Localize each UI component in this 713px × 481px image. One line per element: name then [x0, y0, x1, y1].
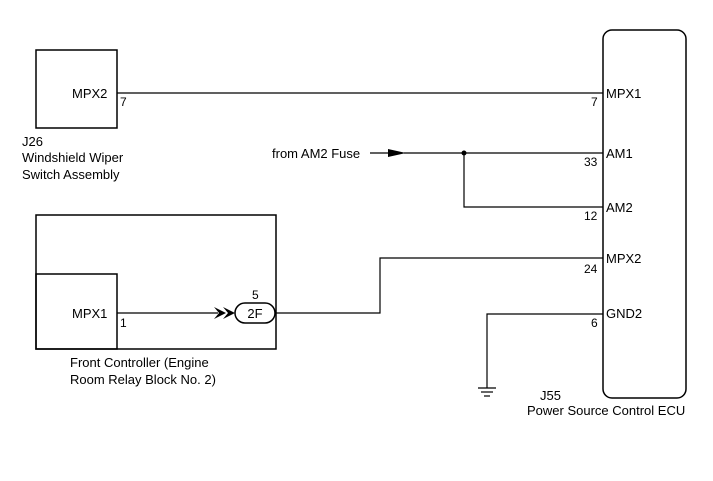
front-controller-name-line2: Room Relay Block No. 2): [70, 372, 216, 387]
connector-2f-pin: 5: [252, 288, 259, 302]
j55-pin-mpx1: 7: [591, 95, 598, 109]
j26-name-line1: Windshield Wiper: [22, 150, 124, 165]
j55-code: J55: [540, 388, 561, 403]
j55-name: Power Source Control ECU: [527, 403, 685, 418]
j55-box: [602, 29, 687, 399]
am2-fuse-arrow-icon: [388, 149, 406, 157]
j55-terminal-mpx2: MPX2: [606, 251, 641, 266]
j55-pin-am2: 12: [584, 209, 598, 223]
j55-terminal-am2: AM2: [606, 200, 633, 215]
wire-gnd2-to-ground: [486, 313, 603, 388]
j55-terminal-gnd2: GND2: [606, 306, 642, 321]
front-controller-terminal-name: MPX1: [72, 306, 107, 321]
front-controller-terminal-pin: 1: [120, 316, 127, 330]
j26-box: [35, 49, 118, 129]
front-controller-name-line1: Front Controller (Engine: [70, 355, 209, 370]
j26-terminal-pin: 7: [120, 95, 127, 109]
connector-female-arrow-icon: [223, 307, 235, 319]
connector-male-arrow-icon: [214, 307, 226, 319]
j55-pin-gnd2: 6: [591, 316, 598, 330]
j26-name-line2: Switch Assembly: [22, 167, 120, 182]
j26-code: J26: [22, 134, 43, 149]
am2-fuse-source-label: from AM2 Fuse: [272, 146, 360, 161]
j55-terminal-mpx1: MPX1: [606, 86, 641, 101]
j26-terminal-name: MPX2: [72, 86, 107, 101]
j55-pin-am1: 33: [584, 155, 598, 169]
wire-splice-to-am2: [463, 153, 603, 208]
front-controller-inner-box: [35, 273, 118, 350]
j55-terminal-am1: AM1: [606, 146, 633, 161]
j55-pin-mpx2: 24: [584, 262, 598, 276]
front-controller-outer-box: [35, 214, 277, 350]
wire-2f-to-j55-mpx2: [275, 257, 603, 314]
connector-2f-label: 2F: [247, 306, 262, 321]
ground-icon: [478, 387, 496, 397]
